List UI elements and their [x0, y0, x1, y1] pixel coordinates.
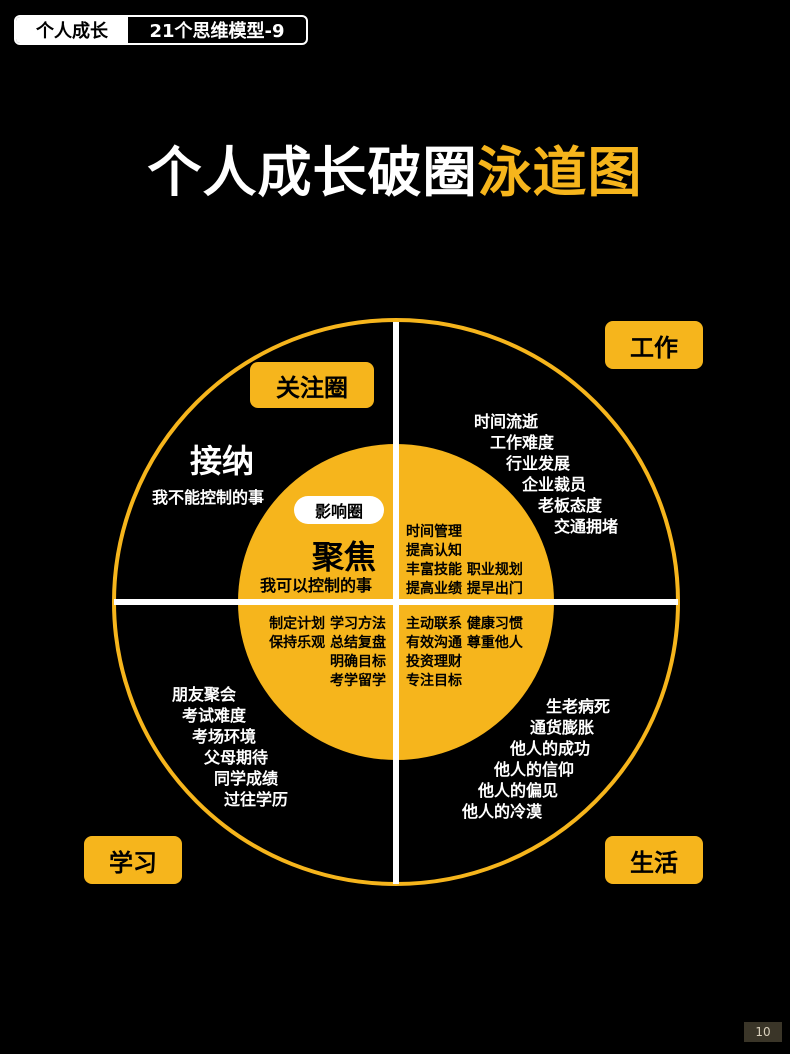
inner-heading: 聚焦 — [312, 538, 377, 576]
label-concern-circle: 关注圈 — [250, 362, 374, 408]
list-item: 通货膨胀 — [529, 718, 594, 737]
list-item: 时间管理 — [406, 524, 462, 540]
list-item: 他人的成功 — [509, 739, 590, 758]
label-work: 工作 — [605, 321, 703, 369]
header-tag: 个人成长 21个思维模型-9 — [14, 15, 308, 45]
list-item: 考学留学 — [330, 673, 386, 689]
label-influence-circle: 影响圈 — [294, 496, 384, 524]
outer-heading: 接纳 — [190, 442, 255, 480]
study-outer-list: 朋友聚会 考试难度 考场环境 父母期待 同学成绩 过往学历 — [172, 684, 288, 810]
list-item: 他人的信仰 — [493, 760, 574, 779]
life-inner-list: 主动联系 健康习惯 有效沟通 尊重他人 投资理财 专注目标 — [406, 615, 523, 691]
series-label: 21个思维模型-9 — [149, 21, 285, 42]
inner-subheading: 我可以控制的事 — [260, 576, 373, 595]
list-item: 行业发展 — [506, 454, 571, 473]
list-item: 制定计划 学习方法 — [269, 616, 386, 632]
list-item: 提高业绩 提早出门 — [406, 581, 523, 597]
list-item: 丰富技能 职业规划 — [406, 562, 523, 578]
title-highlight: 泳道图 — [477, 141, 643, 204]
list-item: 企业裁员 — [522, 475, 587, 494]
category-label: 个人成长 — [16, 17, 128, 43]
list-item: 生老病死 — [545, 697, 610, 716]
list-item: 朋友聚会 — [172, 685, 237, 704]
list-item: 过往学历 — [224, 790, 289, 809]
list-item: 他人的冷漠 — [461, 802, 542, 821]
list-item: 他人的偏见 — [477, 781, 558, 800]
list-item: 专注目标 — [406, 673, 462, 689]
list-item: 交通拥堵 — [554, 517, 619, 536]
list-item: 工作难度 — [490, 433, 555, 452]
life-outer-list: 生老病死 通货膨胀 他人的成功 他人的信仰 他人的偏见 他人的冷漠 — [440, 696, 610, 822]
list-item: 时间流逝 — [474, 412, 539, 431]
study-inner-list: 制定计划 学习方法 保持乐观 总结复盘 明确目标 考学留学 — [252, 615, 386, 691]
list-item: 老板态度 — [538, 496, 603, 515]
list-item: 父母期待 — [204, 748, 269, 767]
list-item: 有效沟通 尊重他人 — [406, 635, 523, 651]
list-item: 明确目标 — [330, 654, 386, 670]
list-item: 考场环境 — [192, 727, 257, 746]
page-number: 10 — [744, 1022, 782, 1042]
label-life: 生活 — [605, 836, 703, 884]
list-item: 考试难度 — [182, 706, 247, 725]
list-item: 主动联系 健康习惯 — [406, 616, 523, 632]
list-item: 提高认知 — [406, 543, 462, 559]
page-title: 个人成长破圈泳道图 — [0, 128, 790, 207]
list-item: 投资理财 — [406, 654, 462, 670]
work-outer-list: 时间流逝 工作难度 行业发展 企业裁员 老板态度 交通拥堵 — [470, 411, 618, 537]
list-item: 同学成绩 — [214, 769, 279, 788]
list-item: 保持乐观 总结复盘 — [269, 635, 386, 651]
outer-subheading: 我不能控制的事 — [152, 488, 265, 507]
work-inner-list: 时间管理 提高认知 丰富技能 职业规划 提高业绩 提早出门 — [406, 523, 523, 599]
title-main: 个人成长破圈 — [147, 141, 478, 204]
label-study: 学习 — [84, 836, 182, 884]
